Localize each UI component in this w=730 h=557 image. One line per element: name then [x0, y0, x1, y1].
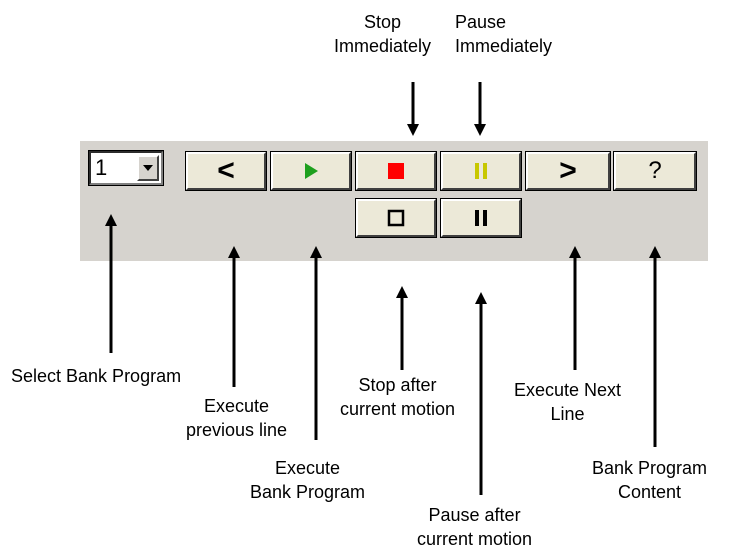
- dropdown-button[interactable]: [137, 155, 159, 181]
- play-icon: [305, 163, 318, 179]
- chevron-down-icon: [143, 165, 153, 171]
- black-pause-icon: [475, 210, 487, 226]
- label-stop-immediately: Stop Immediately: [334, 12, 432, 56]
- label-select-bank-program: Select Bank Program: [11, 366, 182, 386]
- stop-after-current-motion-button[interactable]: [355, 198, 437, 238]
- label-execute-next-line: Execute Next Line: [514, 380, 622, 424]
- execute-bank-program-button[interactable]: [270, 151, 352, 191]
- execute-previous-line-button[interactable]: <: [185, 151, 267, 191]
- help-icon: ?: [648, 157, 662, 184]
- next-icon: >: [559, 154, 577, 187]
- label-bank-program-content: Bank Program Content: [592, 458, 708, 502]
- bank-program-content-button[interactable]: ?: [613, 151, 697, 191]
- hollow-stop-icon: [387, 209, 405, 227]
- label-pause-after-current-motion: Pause after current motion: [417, 505, 533, 549]
- bank-program-select[interactable]: 1: [88, 150, 164, 186]
- label-pause-immediately: Pause Immediately: [455, 12, 553, 56]
- label-stop-after-current-motion: Stop after current motion: [340, 375, 456, 419]
- pause-icon: [475, 163, 487, 179]
- stop-immediately-button[interactable]: [355, 151, 437, 191]
- label-execute-bank-program: Execute Bank Program: [250, 458, 366, 502]
- bank-program-select-value: 1: [95, 155, 108, 180]
- pause-immediately-button[interactable]: [440, 151, 522, 191]
- label-execute-previous-line: Execute previous line: [186, 396, 288, 440]
- execute-next-line-button[interactable]: >: [525, 151, 611, 191]
- previous-icon: <: [217, 154, 235, 187]
- pause-after-current-motion-button[interactable]: [440, 198, 522, 238]
- stop-icon: [388, 163, 404, 179]
